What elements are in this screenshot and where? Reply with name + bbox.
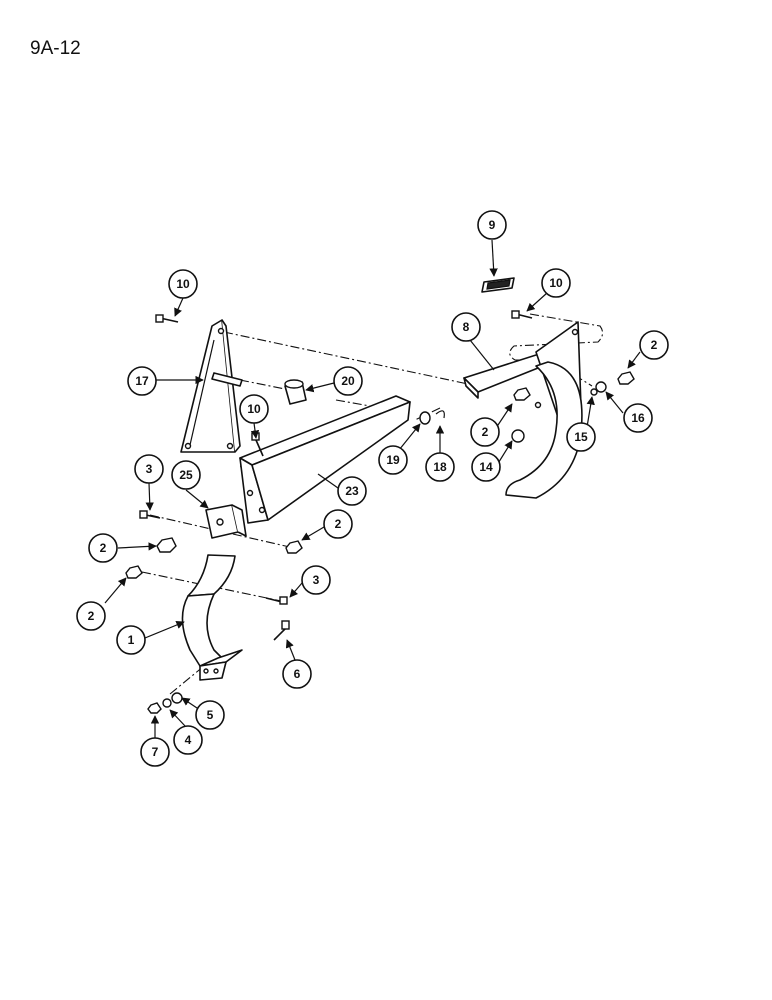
callout-9: 9 — [477, 210, 507, 240]
svg-text:3: 3 — [313, 573, 320, 587]
svg-text:10: 10 — [549, 276, 563, 290]
callout-15: 15 — [566, 422, 596, 452]
part-17-upright-bracket — [180, 319, 241, 453]
svg-text:16: 16 — [631, 411, 645, 425]
callout-2: 2 — [76, 601, 106, 631]
callout-2: 2 — [639, 330, 669, 360]
hardware — [125, 310, 635, 714]
callout-7: 7 — [140, 737, 170, 767]
callout-16: 16 — [623, 403, 653, 433]
part-25-angle-bracket — [205, 504, 247, 539]
svg-text:4: 4 — [185, 733, 192, 747]
svg-text:10: 10 — [176, 277, 190, 291]
svg-text:17: 17 — [135, 374, 149, 388]
svg-text:19: 19 — [386, 453, 400, 467]
callout-8: 8 — [451, 312, 481, 342]
page-label: 9A-12 — [30, 38, 81, 59]
svg-text:25: 25 — [179, 468, 193, 482]
callout-25: 25 — [171, 460, 201, 490]
callout-3: 3 — [301, 565, 331, 595]
svg-text:2: 2 — [100, 541, 107, 555]
callout-1: 1 — [116, 625, 146, 655]
svg-text:15: 15 — [574, 430, 588, 444]
svg-text:2: 2 — [88, 609, 95, 623]
svg-text:5: 5 — [207, 708, 214, 722]
svg-text:3: 3 — [146, 462, 153, 476]
callout-14: 14 — [471, 452, 501, 482]
svg-text:18: 18 — [433, 460, 447, 474]
callout-10: 10 — [168, 269, 198, 299]
svg-text:23: 23 — [345, 484, 359, 498]
curved-shank-assembly — [505, 321, 583, 499]
svg-text:2: 2 — [651, 338, 658, 352]
svg-text:8: 8 — [463, 320, 470, 334]
callout-19: 19 — [378, 445, 408, 475]
callout-10: 10 — [541, 268, 571, 298]
svg-text:9: 9 — [489, 218, 496, 232]
svg-text:14: 14 — [479, 460, 493, 474]
callout-10: 10 — [239, 394, 269, 424]
pivot-shaft — [211, 372, 243, 387]
callout-23: 23 — [337, 476, 367, 506]
part-9-plate — [481, 277, 515, 293]
callout-5: 5 — [195, 700, 225, 730]
callout-3: 3 — [134, 454, 164, 484]
callout-20: 20 — [333, 366, 363, 396]
callout-18: 18 — [425, 452, 455, 482]
svg-text:6: 6 — [294, 667, 301, 681]
svg-text:1: 1 — [128, 633, 135, 647]
part-23-main-beam — [239, 395, 411, 524]
callout-17: 17 — [127, 366, 157, 396]
callout-6: 6 — [282, 659, 312, 689]
svg-text:2: 2 — [482, 425, 489, 439]
callout-2: 2 — [470, 417, 500, 447]
svg-text:2: 2 — [335, 517, 342, 531]
svg-text:10: 10 — [247, 402, 261, 416]
svg-text:7: 7 — [152, 745, 159, 759]
callout-2: 2 — [323, 509, 353, 539]
callout-2: 2 — [88, 533, 118, 563]
part-20-bushing — [284, 379, 307, 405]
svg-text:20: 20 — [341, 374, 355, 388]
callout-4: 4 — [173, 725, 203, 755]
part-1-clamp-strap — [181, 554, 243, 681]
